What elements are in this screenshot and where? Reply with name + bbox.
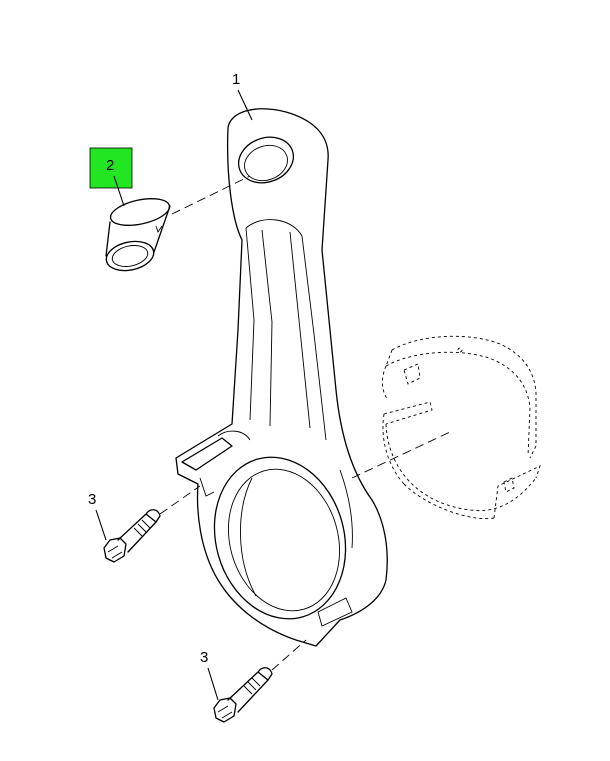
callout-2[interactable]: 2 [89,147,133,207]
callout-3-lower[interactable]: 3 [200,649,219,701]
callout-label-1: 1 [232,71,240,88]
leader-line-2 [113,175,125,207]
rod-bolt-lower[interactable] [213,667,273,723]
callout-label-3-upper: 3 [88,491,96,508]
callout-1[interactable]: 1 [232,71,253,121]
rod-bolt-upper[interactable] [103,509,161,563]
piston-pin-bushing[interactable] [104,194,172,275]
callout-label-3-lower: 3 [200,649,208,666]
connecting-rod[interactable] [175,108,388,647]
leader-line-3-upper [95,509,107,541]
rod-bearing-shells[interactable] [381,335,541,520]
leader-line-3-lower [207,667,219,701]
bushing-assembly-path [171,175,251,215]
lower-bolt-assembly-path [271,639,307,671]
bearing-assembly-path [351,431,451,479]
callout-label-2: 2 [106,157,114,174]
upper-bolt-assembly-path [159,485,201,515]
leader-line-1 [237,89,253,121]
callout-2-highlight-box [89,147,133,189]
callout-3-upper[interactable]: 3 [88,491,107,541]
